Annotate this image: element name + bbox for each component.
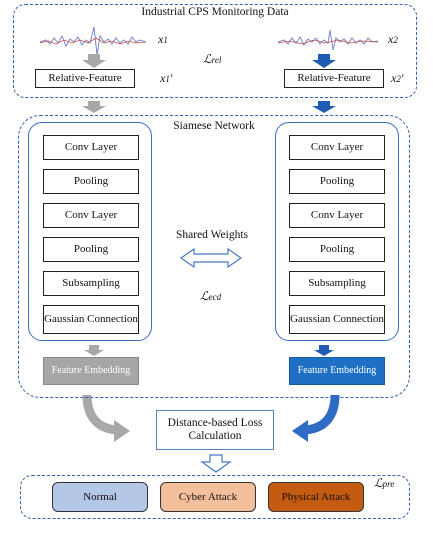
curved-arrow-left [82, 394, 117, 435]
curved-arrow-right [305, 394, 340, 435]
right-conv-layer-2: Conv Layer [289, 203, 385, 228]
result-physical-attack: Physical Attack [268, 482, 364, 512]
arrow-right-to-siamese [312, 101, 336, 113]
monitoring-data-title: Industrial CPS Monitoring Data [141, 6, 289, 18]
x2-prime-label: x2′ [391, 71, 404, 85]
left-conv-layer-2: Conv Layer [43, 203, 139, 228]
right-subsampling: Subsampling [289, 271, 385, 296]
left-gaussian-connection: Gaussian Connection [43, 305, 139, 334]
x2-label: x2 [388, 32, 398, 46]
right-pooling-1: Pooling [289, 169, 385, 194]
shared-weights-label: Shared Weights [175, 229, 248, 241]
arrow-right-to-embedding [314, 345, 334, 356]
result-cyber-attack: Cyber Attack [160, 482, 256, 512]
arrow-to-results [200, 454, 232, 473]
siamese-network-panel [18, 115, 410, 398]
rel-loss-label: ℒrel [203, 52, 222, 66]
arrow-left-to-siamese [82, 101, 106, 113]
left-pooling-1: Pooling [43, 169, 139, 194]
left-network-frame [28, 122, 152, 341]
right-network-frame [275, 122, 399, 341]
arrow-x1-to-feature [82, 54, 106, 68]
relative-feature-left: Relative-Feature [35, 69, 135, 88]
ecd-loss-label: ℒecd [200, 289, 222, 303]
left-subsampling: Subsampling [43, 271, 139, 296]
arrow-x2-to-feature [312, 54, 336, 68]
distance-loss-box: Distance-based Loss Calculation [156, 410, 274, 450]
right-gaussian-connection: Gaussian Connection [289, 305, 385, 334]
right-feature-embedding: Feature Embedding [289, 357, 385, 385]
x1-prime-label: x1′ [160, 71, 173, 85]
result-normal: Normal [52, 482, 148, 512]
relative-feature-right: Relative-Feature [284, 69, 384, 88]
left-feature-embedding: Feature Embedding [43, 357, 139, 385]
results-panel [20, 475, 410, 519]
right-pooling-2: Pooling [289, 237, 385, 262]
shared-weights-arrow [179, 247, 243, 269]
waveform-x1 [39, 26, 147, 56]
monitoring-data-panel [13, 4, 417, 98]
left-conv-layer-1: Conv Layer [43, 135, 139, 160]
arrow-left-to-embedding [84, 345, 104, 356]
left-pooling-2: Pooling [43, 237, 139, 262]
right-conv-layer-1: Conv Layer [289, 135, 385, 160]
pre-loss-label: ℒpre [374, 476, 395, 490]
waveform-x2 [277, 29, 379, 51]
x1-label: x1 [158, 32, 168, 46]
siamese-network-title: Siamese Network [173, 120, 255, 132]
